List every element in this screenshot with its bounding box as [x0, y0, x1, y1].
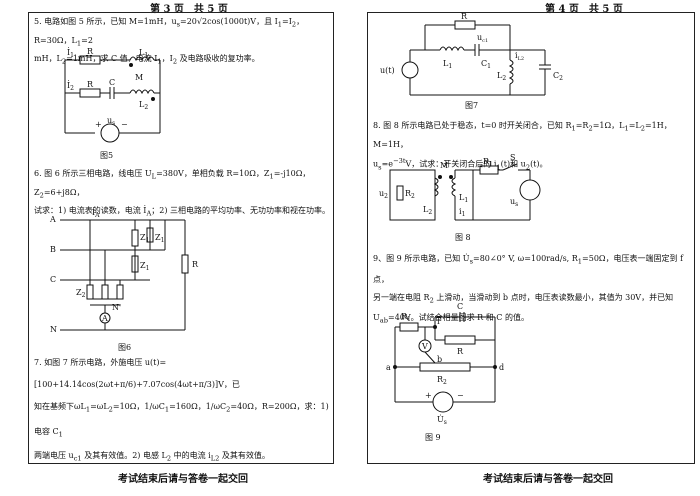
label-us: U̇s [437, 415, 447, 426]
label-m: M [440, 161, 448, 170]
label-r1: R1 [401, 312, 411, 323]
label-r: R [457, 347, 464, 356]
label-u2: u2 [379, 189, 388, 200]
label-c2: C2 [553, 71, 563, 82]
label-l2: L2 [139, 100, 148, 111]
label-r1: R1 [483, 157, 493, 168]
label-l1: L1 [139, 48, 148, 59]
page-4: 第 4 页 共 5 页 u(t) R L1 C1 L2 C2 uc1 iL2 图… [365, 0, 700, 496]
label-f: f [437, 317, 441, 326]
figure-8-caption: 图 8 [455, 233, 471, 242]
label-b: b [437, 355, 442, 364]
label-a: a [386, 363, 391, 372]
page-frame [28, 12, 334, 464]
label-r-bottom: R [87, 80, 94, 89]
page-footer: 考试结束后请与答卷一起交回 [118, 474, 248, 485]
question-8-text: 8. 图 8 所示电路已处于稳态，t=0 时开关闭合，已知 R1=R2=1Ω，L… [373, 121, 672, 171]
label-s: S [510, 153, 515, 162]
label-uc1: uc1 [477, 33, 488, 44]
label-i1: i1 [459, 207, 465, 218]
label-n-prime: N' [112, 303, 121, 312]
question-5-text: 5. 电路如图 5 所示，已知 M=1mH，us=20√2cos(1000t)V… [34, 17, 305, 66]
label-r-top: R [87, 47, 94, 56]
label-ut: u(t) [380, 66, 395, 75]
figure-6-circuit: A B C N İA Z1 Z1 Z1 R A N' Z2 [49, 208, 199, 334]
figure-6-caption: 图6 [118, 343, 132, 352]
label-r2: R2 [437, 375, 447, 386]
label-l2: L2 [423, 205, 432, 216]
label-i2: İ2 [67, 81, 74, 92]
label-c: C [50, 275, 56, 284]
figure-7-circuit: u(t) R L1 C1 L2 C2 uc1 iL2 [380, 12, 563, 96]
page-frame [367, 12, 695, 464]
question-6-text: 6. 图 6 所示三相电路，线电压 UL=380V，单相负载 R=10Ω，Z1=… [34, 169, 331, 218]
figure-5-circuit: R R C L1 L2 M İ1 İ2 + − us [64, 47, 161, 143]
label-us: us [510, 197, 518, 208]
page-footer: 考试结束后请与答卷一起交回 [483, 474, 613, 485]
label-l1: L1 [443, 59, 452, 70]
label-z1-c: Z1 [140, 261, 149, 272]
ammeter-symbol: A [101, 314, 108, 323]
label-minus: − [457, 391, 464, 400]
label-b: B [50, 245, 56, 254]
label-z2: Z2 [76, 288, 86, 299]
figure-9-circuit: V R1 C R R2 f a b d + − U̇s [386, 302, 504, 426]
label-plus: + [425, 391, 432, 400]
label-minus: − [121, 120, 128, 129]
label-plus: + [95, 120, 102, 129]
figure-9-caption: 图 9 [425, 433, 441, 442]
label-l1: L1 [459, 193, 468, 204]
label-c1: C1 [481, 59, 491, 70]
label-z1-b: Z1 [155, 233, 164, 244]
label-r: R [192, 260, 199, 269]
label-z1: Z1 [140, 233, 149, 244]
label-i1: İ1 [67, 48, 74, 59]
page-header: 第 4 页 共 5 页 [545, 4, 623, 15]
question-7-text: 7. 如图 7 所示电路，外施电压 u(t)=[100+14.14cos(2ωt… [34, 358, 329, 463]
label-r: R [461, 12, 468, 21]
label-a: A [49, 215, 56, 224]
figure-8-circuit: M R1 R2 L2 L1 i1 S us u2 [379, 153, 541, 221]
label-m: M [135, 73, 143, 82]
label-c: C [457, 302, 463, 311]
label-il2: iL2 [515, 51, 524, 62]
label-l2: L2 [497, 71, 506, 82]
label-n: N [50, 325, 57, 334]
figure-5-caption: 图5 [100, 151, 114, 160]
label-ia: İA [92, 208, 100, 219]
label-c: C [109, 78, 115, 87]
voltmeter-symbol: V [421, 342, 428, 351]
label-r2: R2 [405, 189, 415, 200]
figure-7-caption: 图7 [465, 101, 479, 110]
label-d: d [499, 363, 504, 372]
page-header: 第 3 页 共 5 页 [150, 4, 228, 15]
question-9-text: 9、图 9 所示电路，已知 U̇s=80∠0° V, ω=100rad/s, R… [373, 254, 684, 325]
label-us: us [107, 116, 115, 127]
page-3: 第 3 页 共 5 页 5. 电路如图 5 所示，已知 M=1mH，us=20√… [0, 0, 340, 496]
